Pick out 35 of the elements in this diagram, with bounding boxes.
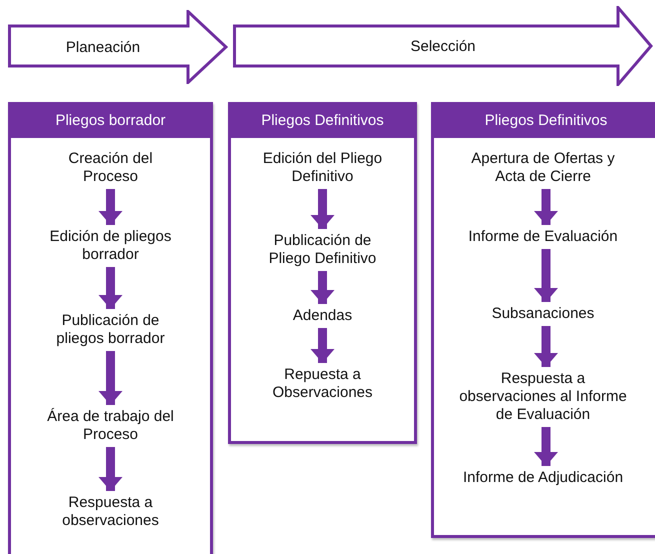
stage-panel: [431, 102, 655, 538]
down-arrow: [534, 427, 558, 466]
step-label: Subsanaciones: [492, 305, 594, 323]
panel-header: Pliegos borrador: [8, 102, 213, 138]
step-label: Apertura de Ofertas y Acta de Cierre: [456, 150, 630, 186]
step-label: Edición del Pliego Definitivo: [256, 150, 389, 186]
phase-label: Planeación: [66, 38, 140, 56]
phase-label: Selección: [410, 38, 476, 54]
panel-header: Pliegos Definitivos: [431, 102, 655, 138]
step-label: Adendas: [292, 307, 352, 325]
down-arrow: [98, 351, 122, 405]
step-label: Informe de Evaluación: [468, 228, 618, 246]
step-label: Publicación de pliegos borrador: [41, 312, 180, 348]
step-label: Área de trabajo del Proceso: [41, 408, 180, 444]
panel-header: Pliegos Definitivos: [228, 102, 417, 138]
step-label: Informe de Adjudicación: [462, 469, 624, 487]
down-arrow: [98, 267, 122, 309]
step-label: Repuesta a Observaciones: [256, 366, 389, 402]
down-arrow: [534, 249, 558, 302]
step-label: Respuesta a observaciones: [41, 494, 180, 530]
down-arrow: [310, 328, 334, 363]
step-label: Creación del Proceso: [41, 150, 180, 186]
down-arrow: [98, 189, 122, 225]
down-arrow: [310, 189, 334, 229]
down-arrow: [534, 326, 558, 367]
phase-arrow: [8, 10, 228, 84]
step-label: Edición de pliegos borrador: [41, 228, 180, 264]
stage-panel: [8, 102, 213, 554]
step-label: Publicación de Pliego Definitivo: [256, 232, 389, 268]
down-arrow: [310, 271, 334, 304]
stage-panel: [228, 102, 417, 444]
down-arrow: [98, 447, 122, 491]
phase-arrow: [233, 6, 653, 86]
step-label: Respuesta a observaciones al Informe de Evaluación: [456, 370, 630, 424]
down-arrow: [534, 189, 558, 225]
